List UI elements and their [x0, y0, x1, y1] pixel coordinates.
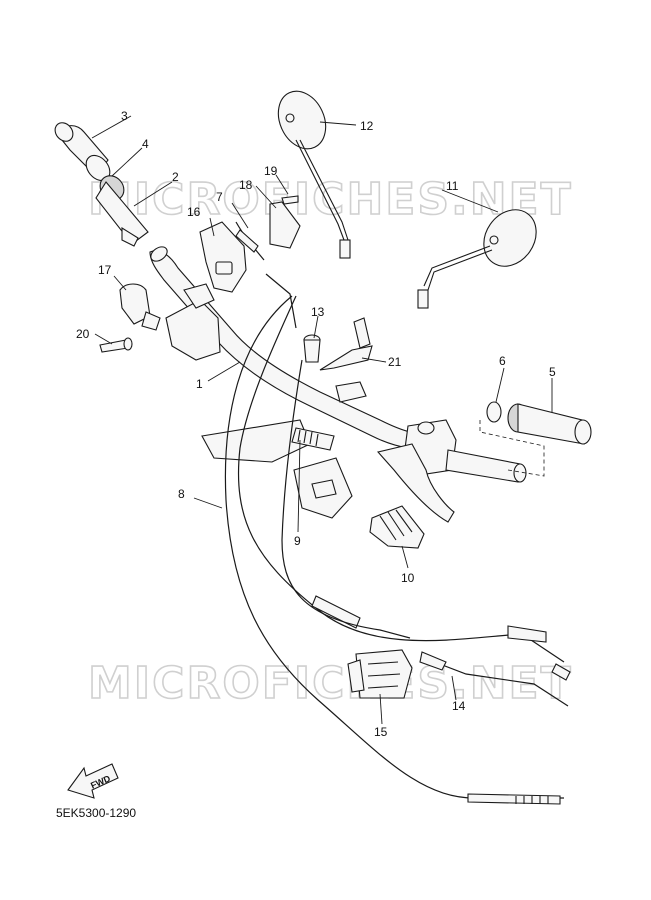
callout-21: 21: [388, 355, 402, 369]
callout-6: 6: [499, 354, 506, 368]
bolt-21[interactable]: [319, 317, 373, 371]
mirror-left-12[interactable]: [269, 84, 351, 259]
cable-adjuster[interactable]: [291, 427, 335, 451]
throttle-cable-7[interactable]: [235, 221, 265, 261]
callout-14: 14: [452, 699, 466, 713]
callout-18: 18: [239, 178, 253, 192]
callout-20: 20: [76, 327, 90, 341]
fwd-arrow-icon: FWD: [67, 763, 119, 799]
callout-4: 4: [142, 137, 149, 151]
lower-holder-9[interactable]: [293, 457, 353, 519]
screw-19[interactable]: [281, 195, 299, 205]
screw-20[interactable]: [99, 337, 133, 353]
starter-switch-10[interactable]: [369, 505, 425, 549]
cable-end-13[interactable]: [303, 334, 321, 363]
callout-10: 10: [401, 571, 415, 585]
clamp-17[interactable]: [119, 283, 161, 331]
washer-6[interactable]: [486, 401, 502, 423]
mirror-right-11[interactable]: [417, 200, 547, 309]
upper-holder[interactable]: [335, 381, 367, 403]
callout-19: 19: [264, 164, 278, 178]
throttle-housing-16[interactable]: [199, 221, 247, 293]
cable-8[interactable]: [224, 273, 565, 805]
cable-bracket-18[interactable]: [269, 201, 301, 249]
callout-8: 8: [178, 487, 185, 501]
right-grip-bar[interactable]: [445, 449, 527, 483]
grip-group-bracket: [479, 420, 545, 477]
callout-3: 3: [121, 109, 128, 123]
right-switch-lever[interactable]: [376, 419, 457, 523]
callout-11: 11: [446, 179, 459, 193]
watermark-top: MICROFICHES.NET: [88, 174, 573, 225]
callout-15: 15: [374, 725, 388, 739]
cable-14[interactable]: [281, 359, 571, 707]
watermark-bottom: MICROFICHES.NET: [88, 658, 573, 709]
master-bracket-left[interactable]: [201, 419, 311, 463]
callout-7: 7: [216, 190, 223, 204]
switch-body-left[interactable]: [165, 283, 221, 361]
callout-16: 16: [187, 205, 201, 219]
right-grip-5[interactable]: [507, 403, 592, 445]
callout-1: 1: [196, 377, 203, 391]
callout-9: 9: [294, 534, 301, 548]
callout-12: 12: [360, 119, 374, 133]
callout-5: 5: [549, 365, 556, 379]
hot-start-15[interactable]: [347, 649, 413, 699]
callout-2: 2: [172, 170, 179, 184]
callout-13: 13: [311, 305, 325, 319]
callout-17: 17: [98, 263, 112, 277]
throttle-tube-part[interactable]: [81, 151, 149, 247]
leader-lines: [91, 115, 553, 725]
diagram-code: 5EK5300-1290: [56, 806, 137, 820]
